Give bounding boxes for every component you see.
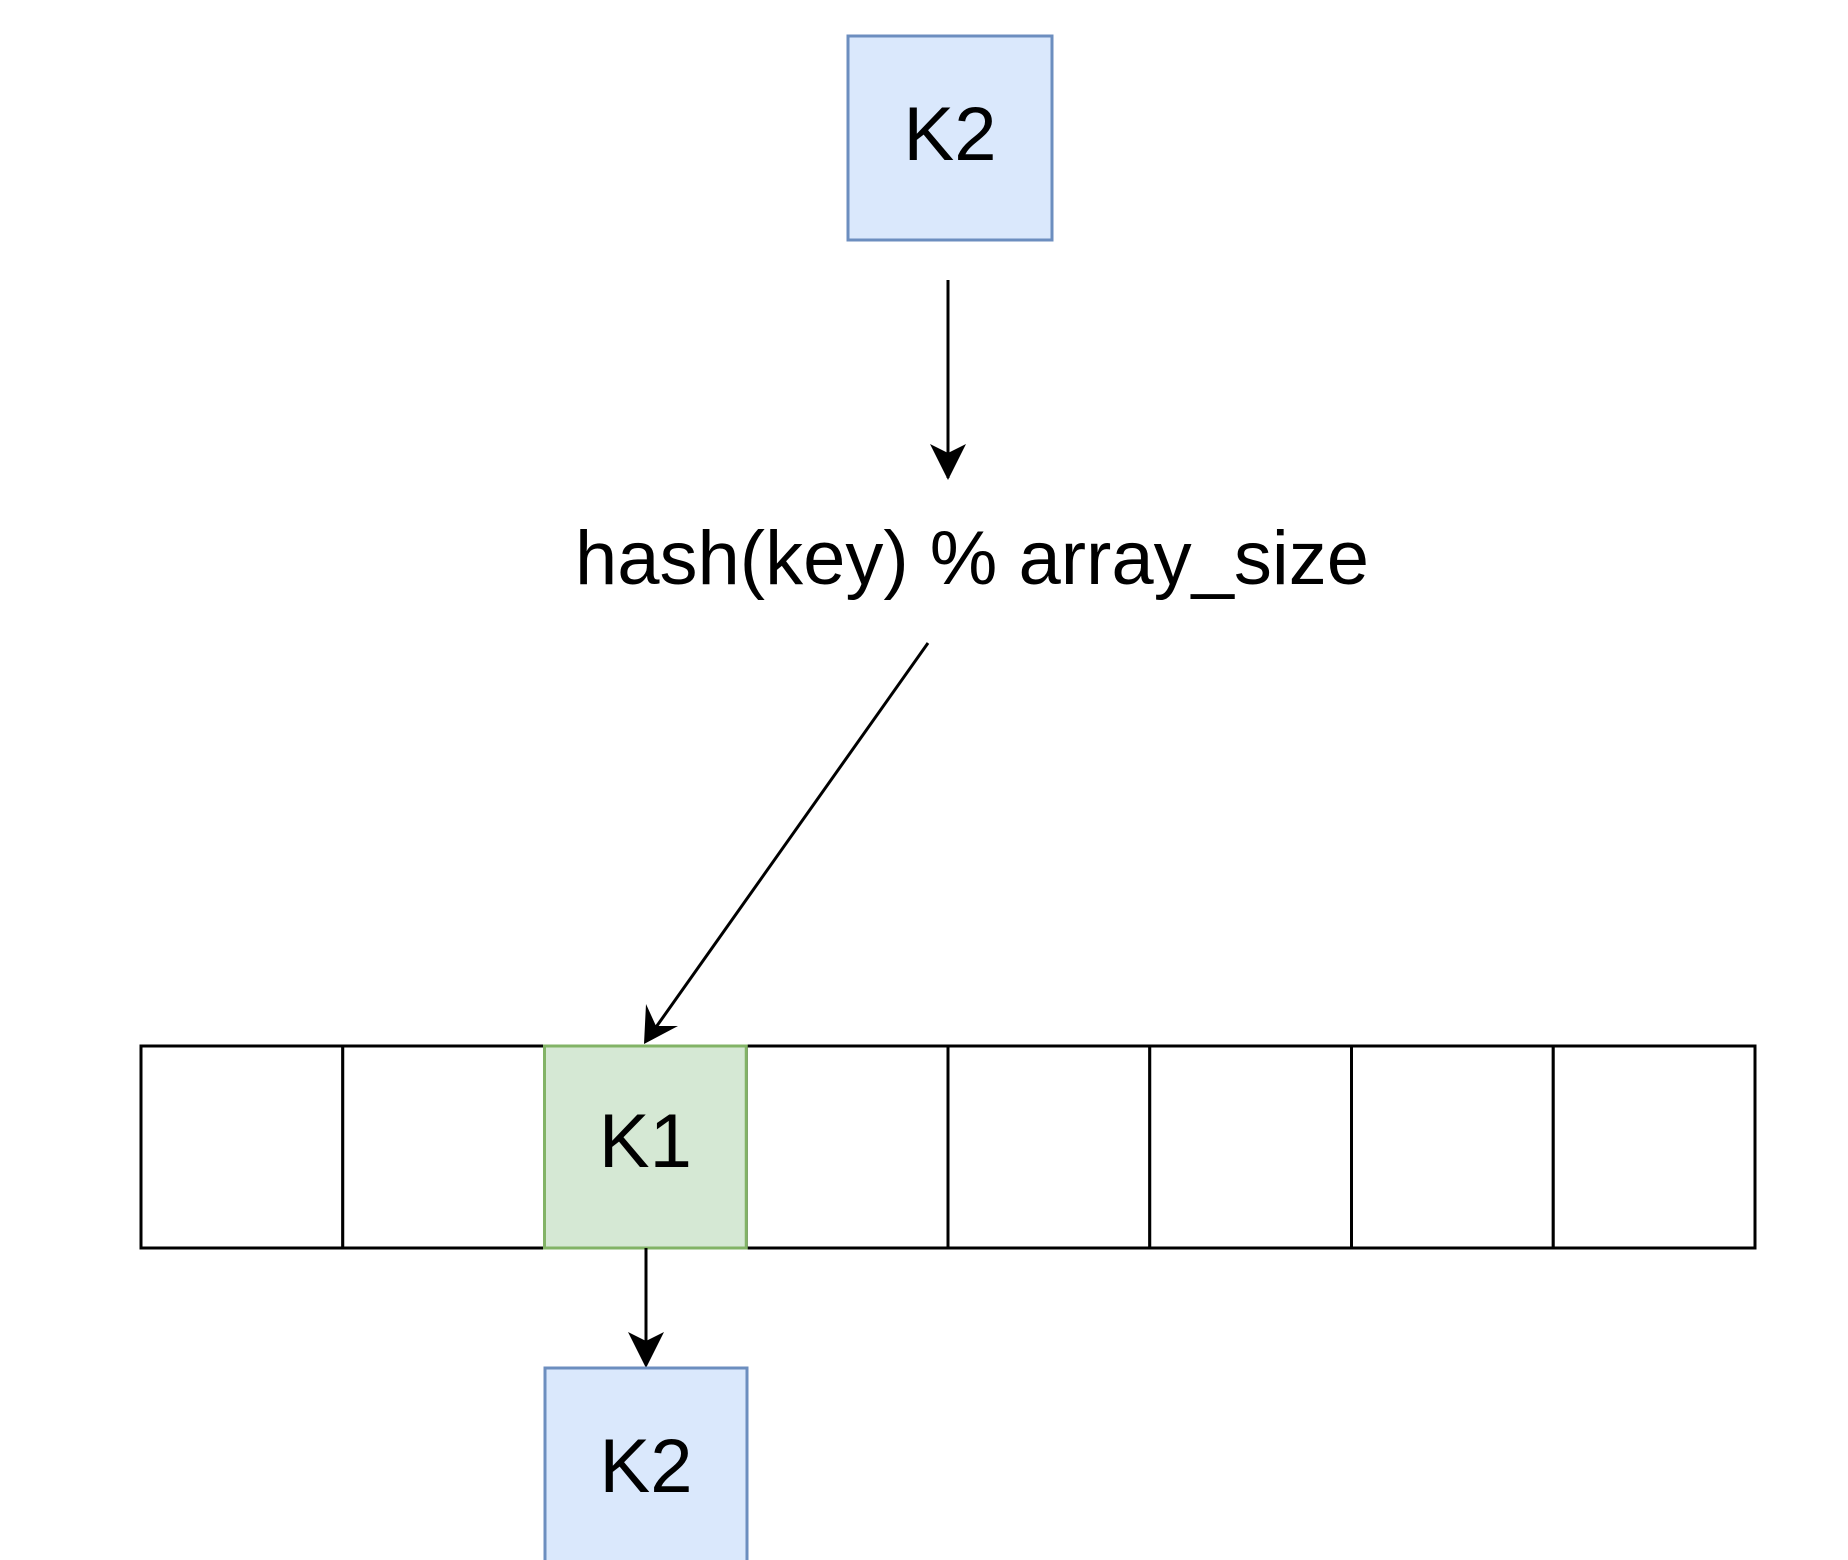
array-slot-3[interactable]	[744, 1044, 950, 1250]
array-slot-cell	[543, 1044, 748, 1250]
array-slot-cell	[1148, 1044, 1353, 1250]
array-slot-7[interactable]	[1551, 1044, 1757, 1250]
array-slot-6[interactable]	[1350, 1044, 1555, 1250]
array-slot-1[interactable]	[341, 1044, 546, 1250]
arrow-hash-to-slot-head	[644, 1004, 678, 1044]
arrow-slot-to-chained-head	[628, 1332, 664, 1368]
input-key-node[interactable]: K2	[846, 34, 1054, 242]
array-slot-cell	[744, 1044, 950, 1250]
array-slot-cell	[946, 1044, 1152, 1250]
array-slot-0[interactable]	[139, 1044, 345, 1250]
array-slot-label: K1	[599, 1099, 692, 1184]
hash-array: K1	[139, 1044, 1757, 1250]
array-slot-cell	[1350, 1044, 1555, 1250]
arrow-hash-to-slot	[652, 642, 930, 1031]
chained-key-node[interactable]: K2	[543, 1366, 749, 1560]
array-slot-cell	[341, 1044, 546, 1250]
chained-key-box	[543, 1366, 749, 1560]
arrow-key-to-hash-head	[930, 444, 966, 480]
array-slot-cell	[139, 1044, 345, 1250]
array-slot-4[interactable]	[946, 1044, 1152, 1250]
array-slot-2[interactable]: K1	[543, 1044, 748, 1250]
input-key-label: K2	[904, 92, 997, 177]
array-slot-5[interactable]	[1148, 1044, 1353, 1250]
chained-key-label: K2	[600, 1424, 693, 1509]
input-key-box	[846, 34, 1054, 242]
hash-function-label: hash(key) % array_size	[575, 516, 1369, 601]
array-slot-cell	[1551, 1044, 1757, 1250]
